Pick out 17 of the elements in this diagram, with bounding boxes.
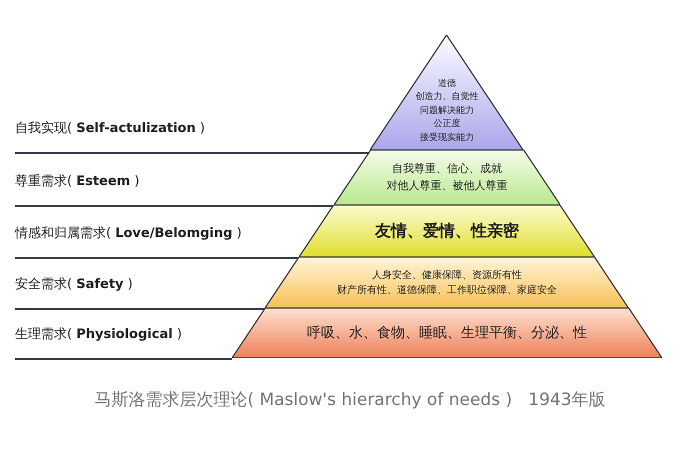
level-label: 安全需求( Safety ) xyxy=(15,276,133,293)
layer-text: 创造力、自觉性 xyxy=(415,91,478,104)
layer-text: 接受现实能力 xyxy=(420,132,474,145)
layer-text: 呼吸、水、食物、睡眠、生理平衡、分泌、性 xyxy=(307,324,587,342)
layer-text: 公正度 xyxy=(433,118,460,132)
caption: 马斯洛需求层次理论( Maslow's hierarchy of needs ) 1943年版 xyxy=(93,389,607,411)
layer-text: 对他人尊重、被他人尊重 xyxy=(386,178,508,194)
level-label: 情感和归属需求( Love/Belomging ) xyxy=(15,225,242,242)
layer-text: 问题解决能力 xyxy=(420,104,474,118)
layer-text: 友情、爱情、性亲密 xyxy=(374,220,519,242)
layer-text: 财产所有性、道德保障、工作职位保障、家庭安全 xyxy=(336,284,557,298)
layer-text: 道德 xyxy=(438,78,456,91)
layer-text: 人身安全、健康保障、资源所有性 xyxy=(372,268,522,282)
level-label: 自我实现( Self-actulization ) xyxy=(15,120,205,137)
level-label: 尊重需求( Esteem ) xyxy=(15,173,140,190)
layer-text: 自我尊重、信心、成就 xyxy=(392,161,502,177)
level-label: 生理需求( Physiological ) xyxy=(15,326,182,343)
